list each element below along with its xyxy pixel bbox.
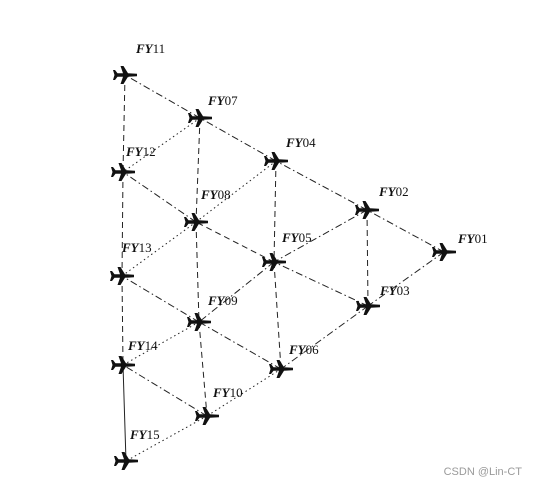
aircraft-prefix: FY: [289, 342, 306, 357]
aircraft-number: 15: [146, 427, 160, 442]
aircraft-label-fy04: FY04: [286, 136, 316, 149]
aircraft-label-fy14: FY14: [128, 339, 158, 352]
link-fy10-fy14: [122, 364, 208, 417]
link-fy01-fy02: [366, 209, 445, 253]
aircraft-prefix: FY: [126, 144, 143, 159]
airplane-icon: [184, 213, 208, 231]
airplane-icon: [432, 243, 456, 261]
link-fy05-fy08: [195, 221, 275, 263]
aircraft-prefix: FY: [379, 184, 396, 199]
link-fy09-fy14: [122, 321, 200, 366]
link-fy10-fy15: [125, 415, 208, 462]
airplane-icon: [264, 152, 288, 170]
link-fy06-fy09: [198, 321, 282, 370]
aircraft-label-fy08: FY08: [201, 188, 231, 201]
aircraft-label-fy03: FY03: [380, 284, 410, 297]
link-fy04-fy08: [195, 160, 277, 223]
aircraft-number: 02: [395, 184, 409, 199]
link-fy12-fy13: [121, 171, 124, 277]
aircraft-prefix: FY: [208, 293, 225, 308]
airplane-icon: [113, 66, 137, 84]
link-fy02-fy05: [273, 209, 368, 263]
aircraft-number: 09: [224, 293, 238, 308]
aircraft-label-fy05: FY05: [282, 231, 312, 244]
link-fy02-fy04: [275, 160, 368, 211]
aircraft-number: 14: [144, 338, 158, 353]
aircraft-label-fy10: FY10: [213, 386, 243, 399]
airplane-icon: [355, 201, 379, 219]
aircraft-label-fy13: FY13: [122, 241, 152, 254]
link-fy07-fy11: [124, 74, 201, 119]
airplane-icon: [111, 356, 135, 374]
aircraft-number: 08: [217, 187, 231, 202]
aircraft-number: 04: [302, 135, 316, 150]
aircraft-prefix: FY: [286, 135, 303, 150]
aircraft-prefix: FY: [458, 231, 475, 246]
aircraft-number: 03: [396, 283, 410, 298]
aircraft-prefix: FY: [130, 427, 147, 442]
aircraft-number: 01: [474, 231, 488, 246]
aircraft-label-fy07: FY07: [208, 94, 238, 107]
aircraft-prefix: FY: [213, 385, 230, 400]
aircraft-label-fy02: FY02: [379, 185, 409, 198]
link-fy09-fy10: [198, 321, 208, 417]
airplane-icon: [356, 297, 380, 315]
aircraft-prefix: FY: [128, 338, 145, 353]
link-fy05-fy06: [273, 261, 282, 370]
airplane-icon: [269, 360, 293, 378]
aircraft-number: 13: [138, 240, 152, 255]
watermark: CSDN @Lin-CT: [443, 466, 522, 478]
aircraft-number: 10: [229, 385, 243, 400]
link-fy11-fy12: [122, 74, 126, 173]
airplane-icon: [114, 452, 138, 470]
aircraft-label-fy12: FY12: [126, 145, 156, 158]
link-fy08-fy12: [122, 171, 197, 223]
link-fy02-fy03: [366, 209, 369, 307]
link-fy01-fy03: [367, 251, 445, 307]
link-fy04-fy05: [273, 160, 277, 263]
aircraft-prefix: FY: [136, 41, 153, 56]
aircraft-label-fy11: FY11: [136, 42, 165, 55]
link-fy03-fy06: [280, 305, 369, 370]
link-fy08-fy13: [121, 221, 197, 277]
aircraft-prefix: FY: [208, 93, 225, 108]
aircraft-number: 05: [298, 230, 312, 245]
airplane-icon: [195, 407, 219, 425]
airplane-icon: [111, 163, 135, 181]
link-fy06-fy10: [206, 368, 282, 417]
aircraft-number: 06: [305, 342, 319, 357]
aircraft-prefix: FY: [201, 187, 218, 202]
aircraft-number: 11: [152, 41, 166, 56]
link-fy13-fy14: [121, 275, 124, 366]
link-fy09-fy13: [121, 275, 200, 323]
aircraft-prefix: FY: [122, 240, 139, 255]
link-fy05-fy09: [198, 261, 275, 323]
aircraft-number: 07: [224, 93, 238, 108]
link-fy08-fy09: [195, 221, 200, 323]
aircraft-prefix: FY: [380, 283, 397, 298]
aircraft-label-fy06: FY06: [289, 343, 319, 356]
aircraft-label-fy15: FY15: [130, 428, 160, 441]
aircraft-prefix: FY: [282, 230, 299, 245]
aircraft-label-fy01: FY01: [458, 232, 488, 245]
airplane-icon: [262, 253, 286, 271]
airplane-icon: [110, 267, 134, 285]
link-fy07-fy08: [195, 117, 201, 223]
aircraft-label-fy09: FY09: [208, 294, 238, 307]
aircraft-number: 12: [142, 144, 156, 159]
link-fy03-fy05: [273, 261, 369, 307]
link-fy04-fy07: [199, 117, 277, 162]
link-fy14-fy15: [122, 364, 127, 462]
airplane-icon: [188, 109, 212, 127]
airplane-icon: [187, 313, 211, 331]
